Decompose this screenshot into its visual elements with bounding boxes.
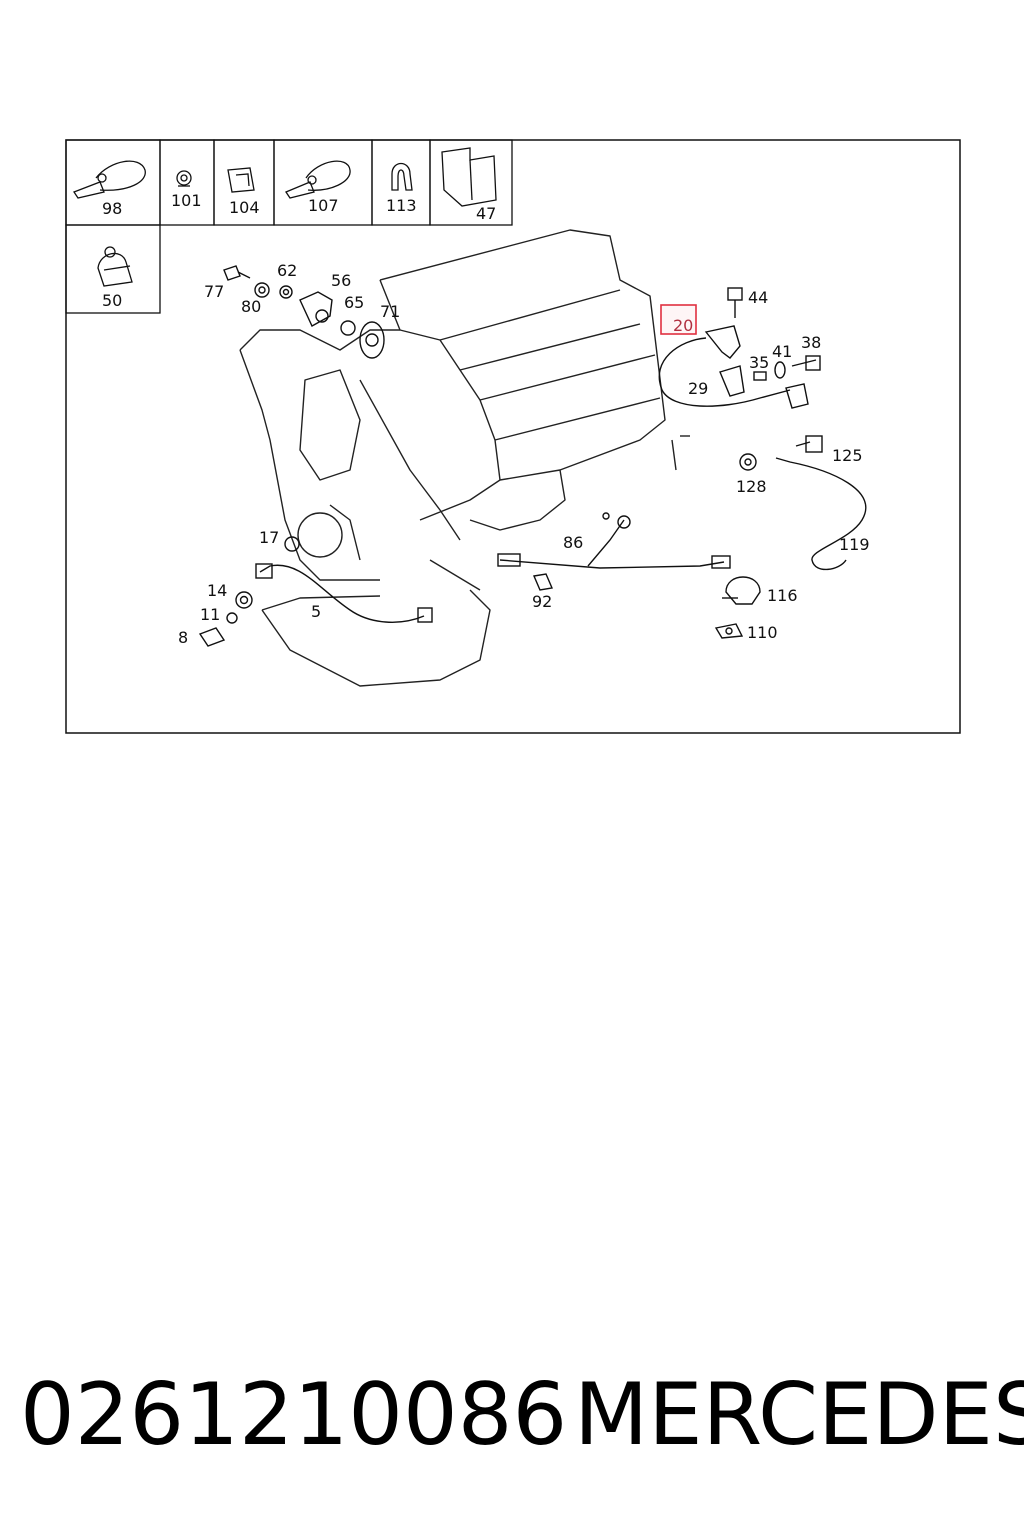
callout-128: 128 — [736, 477, 767, 496]
part-caption: 0261210086 MERCEDES — [0, 1360, 1024, 1470]
thumb-label-50: 50 — [102, 291, 122, 310]
callout-116: 116 — [767, 586, 798, 605]
thumb-label-101: 101 — [171, 191, 202, 210]
clamp-107-icon — [285, 160, 351, 199]
diagram-frame — [65, 139, 961, 734]
callout-11: 11 — [200, 605, 220, 624]
thumb-label-98: 98 — [102, 199, 122, 218]
callout-56: 56 — [331, 271, 351, 290]
vehicle-make: MERCEDES — [574, 1365, 1024, 1465]
hardware-parts — [198, 265, 867, 647]
callout-77: 77 — [204, 282, 224, 301]
callout-29: 29 — [688, 379, 708, 398]
callout-110: 110 — [747, 623, 778, 642]
callout-5: 5 — [311, 602, 321, 621]
callout-44: 44 — [748, 288, 768, 307]
thumb-label-113: 113 — [386, 196, 417, 215]
callout-62: 62 — [277, 261, 297, 280]
callout-38: 38 — [801, 333, 821, 352]
callout-125: 125 — [832, 446, 863, 465]
parts-diagram: 98 101 104 107 113 47 50 77 80 62 56 65 … — [65, 139, 961, 734]
callout-17: 17 — [259, 528, 279, 547]
callout-14: 14 — [207, 581, 227, 600]
thumb-label-107: 107 — [308, 196, 339, 215]
clip-104-icon — [227, 167, 255, 193]
callout-92: 92 — [532, 592, 552, 611]
thumbnail-grid — [65, 139, 513, 314]
callout-71: 71 — [380, 302, 400, 321]
callout-65: 65 — [344, 293, 364, 312]
bracket-47-icon — [441, 147, 497, 207]
callout-8: 8 — [178, 628, 188, 647]
callout-80: 80 — [241, 297, 261, 316]
callout-86: 86 — [563, 533, 583, 552]
clip-50-icon — [97, 246, 133, 287]
clamp-98-icon — [73, 160, 146, 199]
thumb-label-104: 104 — [229, 198, 260, 217]
callout-119: 119 — [839, 535, 870, 554]
highlight-box — [660, 304, 697, 335]
nut-101-icon — [176, 170, 192, 187]
callout-41: 41 — [772, 342, 792, 361]
clip-113-icon — [391, 162, 413, 191]
part-number: 0261210086 — [20, 1365, 568, 1465]
thumb-label-47: 47 — [476, 204, 496, 223]
callout-20: 20 — [673, 316, 693, 335]
callout-35: 35 — [749, 353, 769, 372]
engine-block-drawing — [239, 229, 690, 687]
